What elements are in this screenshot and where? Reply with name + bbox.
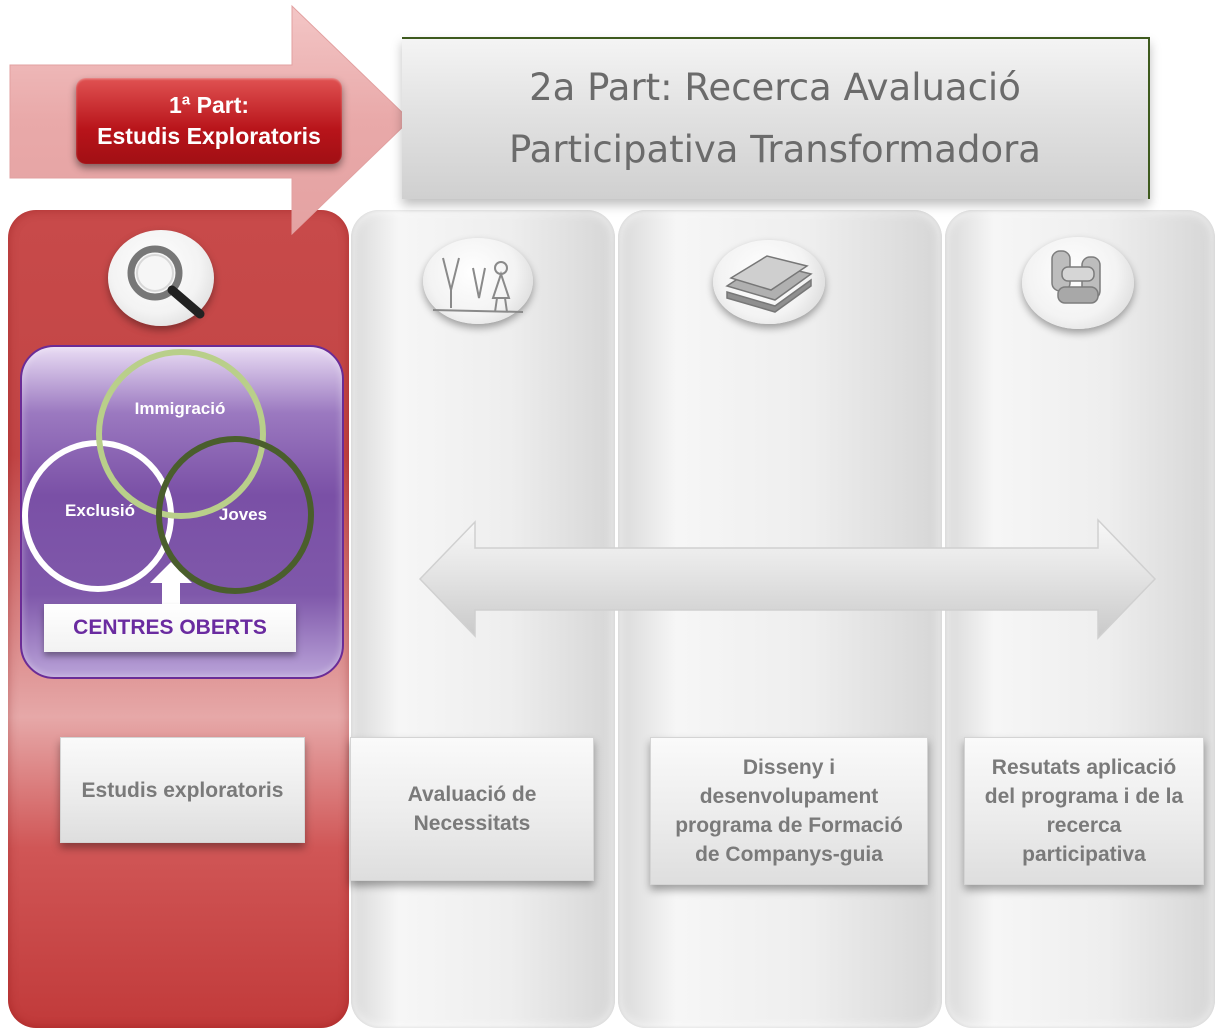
phase1-line1: 1ª Part: bbox=[168, 92, 250, 118]
label-avaluacio-necessitats: Avaluació de Necessitats bbox=[350, 737, 594, 881]
double-headed-arrow bbox=[418, 518, 1157, 640]
phase2-title-box: 2a Part: Recerca Avaluació Participativa… bbox=[402, 37, 1150, 199]
label-text-estudis: Estudis exploratoris bbox=[81, 778, 284, 802]
label-disseny-programa: Disseny i desenvolupament programa de Fo… bbox=[650, 737, 928, 885]
joined-hands-icon bbox=[1022, 237, 1134, 329]
centres-oberts-pointer bbox=[150, 562, 192, 604]
phase2-title-line1: 2a Part: Recerca Avaluació bbox=[529, 66, 1021, 109]
venn-label-joves: Joves bbox=[218, 505, 268, 524]
column-resultats bbox=[945, 210, 1215, 1028]
label-text-resultats: Resutats aplicació del programa i de la … bbox=[984, 756, 1184, 866]
venn-circle-joves bbox=[156, 436, 314, 594]
childrens-drawing-icon bbox=[423, 238, 533, 324]
phase1-line2: Estudis Exploratoris bbox=[97, 123, 321, 149]
venn-label-exclusio: Exclusió bbox=[65, 501, 135, 520]
centres-oberts-box: CENTRES OBERTS bbox=[44, 604, 296, 652]
stacked-books-icon bbox=[713, 240, 825, 324]
venn-label-immigracio: Immigració bbox=[134, 399, 226, 418]
phase2-title-line2: Participativa Transformadora bbox=[509, 128, 1041, 171]
label-text-disseny: Disseny i desenvolupament programa de Fo… bbox=[675, 756, 903, 866]
column-disseny-programa bbox=[618, 210, 942, 1028]
phase1-badge: 1ª Part: Estudis Exploratoris bbox=[76, 78, 342, 164]
label-resultats: Resutats aplicació del programa i de la … bbox=[964, 737, 1204, 885]
label-estudis-exploratoris: Estudis exploratoris bbox=[60, 737, 305, 843]
column-avaluacio-necessitats bbox=[351, 210, 615, 1028]
label-text-avaluacio: Avaluació de Necessitats bbox=[407, 783, 537, 835]
magnifier-icon bbox=[108, 230, 214, 326]
venn-circle-immigracio bbox=[96, 349, 266, 519]
